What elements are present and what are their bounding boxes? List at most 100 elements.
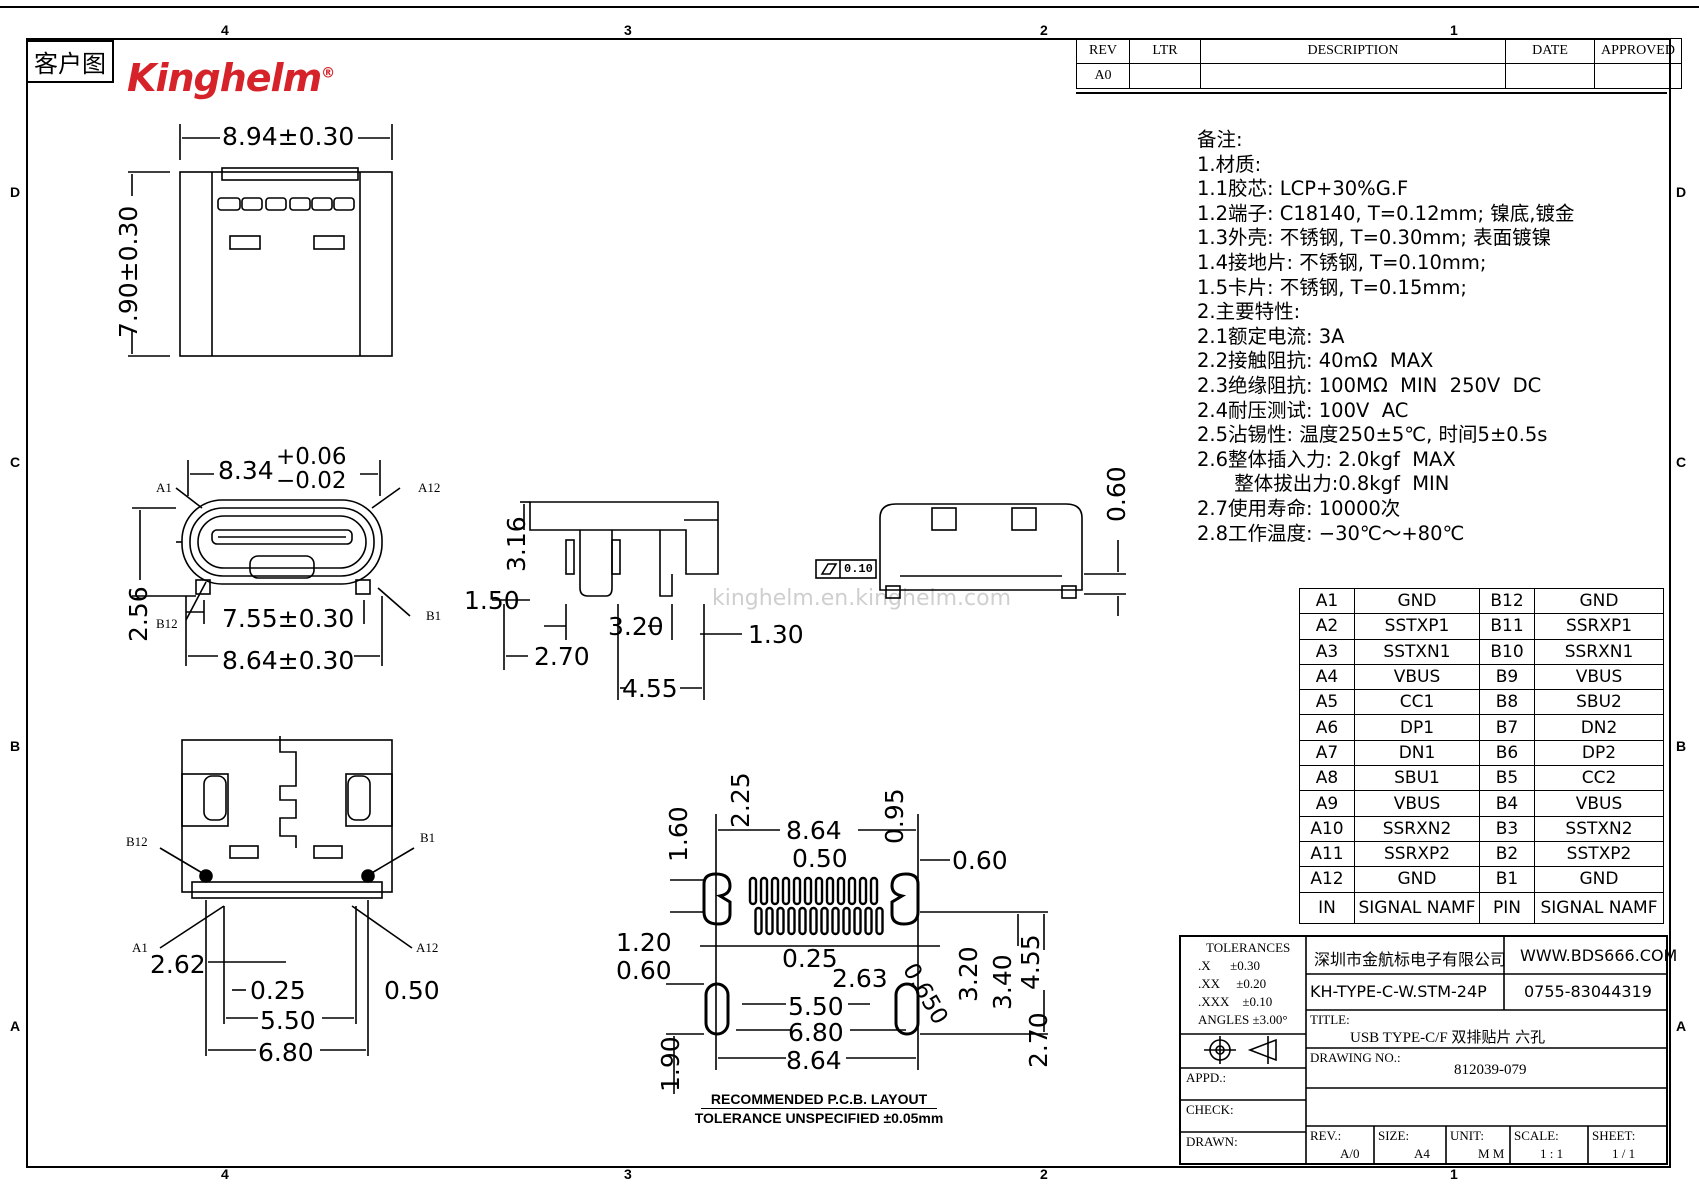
pcb-signal-pad <box>864 906 873 936</box>
note-line: 2.主要特性: <box>1197 300 1301 324</box>
note-line: 2.5沾锡性: 温度250±5℃, 时间5±0.5s <box>1197 423 1548 447</box>
bottom-hole-left <box>229 845 259 859</box>
side-slot-2 <box>611 539 621 575</box>
note-line: 备注: <box>1197 128 1243 151</box>
pcb-pad-left-top <box>702 872 732 926</box>
unit-value: M M <box>1478 1146 1505 1161</box>
dim-side-316: 3.16 <box>502 516 531 572</box>
signal-name: SSTXP1 <box>1354 613 1480 640</box>
dim-pcb-864-bottom: 8.64 <box>786 1046 842 1075</box>
note-line: 1.1胶芯: LCP+30%G.F <box>1197 177 1409 201</box>
dim-top-width: 8.94±0.30 <box>222 122 355 151</box>
signal-name: SSTXN2 <box>1534 815 1664 842</box>
pcb-signal-pad <box>875 906 884 936</box>
dim-pcb-340: 3.40 <box>988 954 1017 1010</box>
dim-pcb-455: 4.55 <box>1016 934 1045 990</box>
pcb-signal-pad <box>842 906 851 936</box>
dim-side-130: 1.30 <box>748 620 804 649</box>
zone-col-1-top: 1 <box>1450 22 1458 38</box>
note-line: 整体拔出力:0.8kgf MIN <box>1197 472 1450 496</box>
flatness-frame <box>815 559 877 579</box>
dim-front-top: 8.34 <box>218 456 274 485</box>
front-tongue <box>211 529 353 545</box>
signal-name: DP1 <box>1354 714 1480 741</box>
company-website: WWW.BDS666.COM <box>1520 946 1678 965</box>
zone-row-a-left: A <box>10 1018 21 1034</box>
bottom-left-spring <box>203 775 227 821</box>
zone-row-a-right: A <box>1676 1018 1687 1034</box>
front-view <box>132 460 411 666</box>
signal-name: SSRXP1 <box>1534 613 1664 640</box>
pcb-signal-pad <box>787 906 796 936</box>
zone-col-4-top: 4 <box>221 22 229 38</box>
tolerance-xx: .XX ±0.20 <box>1198 976 1267 991</box>
leader-b1 <box>377 587 411 617</box>
pcb-signal-pad <box>858 876 868 906</box>
pin-id: A3 <box>1299 638 1355 665</box>
dim-bottom-680: 6.80 <box>258 1038 314 1067</box>
customer-drawing-tag: 客户图 <box>26 40 114 83</box>
pin-id: B9 <box>1479 663 1535 691</box>
scale-value: 1 : 1 <box>1540 1146 1564 1161</box>
signal-name: GND <box>1354 587 1480 615</box>
rear-leg-left <box>885 585 901 599</box>
dim-pcb-225: 2.25 <box>726 772 755 828</box>
rev-value: A0 <box>1076 63 1130 89</box>
note-line: 2.7使用寿命: 10000次 <box>1197 496 1401 520</box>
signal-name: SSRXP2 <box>1354 840 1480 868</box>
dim-side-270: 2.70 <box>534 642 590 671</box>
pin-id: B3 <box>1479 815 1535 842</box>
leader-a12 <box>351 905 413 949</box>
pcb-note-line-1: RECOMMENDED P.C.B. LAYOUT <box>700 1090 938 1109</box>
ltr-value <box>1129 63 1201 89</box>
pcb-signal-pad <box>748 876 758 906</box>
side-body <box>529 501 719 575</box>
pin-id: B12 <box>1479 587 1535 615</box>
signal-name: VBUS <box>1534 790 1664 817</box>
pcb-signal-pad <box>781 876 791 906</box>
pcb-signal-pad <box>770 876 780 906</box>
pcb-signal-pad <box>869 876 879 906</box>
zone-col-2-bottom: 2 <box>1040 1166 1048 1182</box>
dim-pcb-095: 0.95 <box>880 788 909 844</box>
pin-id: A2 <box>1299 613 1355 640</box>
leader-a12 <box>371 487 401 509</box>
dim-pcb-060-left: 0.60 <box>616 956 672 985</box>
dim-front-top-tol-plus: +0.06 <box>276 444 347 470</box>
dim-front-bottom: 8.64±0.30 <box>222 646 355 675</box>
approved-value <box>1594 63 1682 89</box>
dim-rear-060: 0.60 <box>1102 466 1131 522</box>
pcb-signal-pad <box>792 876 802 906</box>
signal-name: CC1 <box>1354 689 1480 716</box>
dim-bottom-050: 0.50 <box>384 976 440 1005</box>
pcb-signal-pad <box>809 906 818 936</box>
bottom-contact-row <box>191 881 383 899</box>
pcb-signal-pad <box>847 876 857 906</box>
flatness-icon <box>820 563 838 575</box>
appd-label: APPD.: <box>1186 1070 1227 1085</box>
logo-text: Kinghelm <box>127 56 322 100</box>
dim-bottom-025: 0.25 <box>250 976 306 1005</box>
side-slot-1 <box>565 539 575 575</box>
signal-name: DN1 <box>1354 739 1480 767</box>
pinout-footer-cell: SIGNAL NAMF <box>1354 891 1480 924</box>
kinghelm-logo: Kinghelm® <box>127 56 335 100</box>
pinout-footer-cell: PIN <box>1479 891 1535 924</box>
pcb-signal-pad <box>853 906 862 936</box>
pin-id: B4 <box>1479 790 1535 817</box>
pinout-footer-cell: IN <box>1299 891 1355 924</box>
front-shell-inner <box>189 507 375 577</box>
rear-leg-right <box>1061 585 1077 599</box>
rear-window-left <box>931 507 957 531</box>
signal-name: DN2 <box>1534 714 1664 741</box>
side-leg-1 <box>579 530 613 597</box>
note-line: 2.1额定电流: 3A <box>1197 324 1345 348</box>
label-bottom-b12: B12 <box>126 834 148 849</box>
note-line: 1.2端子: C18140, T=0.12mm; 镍底,镀金 <box>1197 201 1575 225</box>
